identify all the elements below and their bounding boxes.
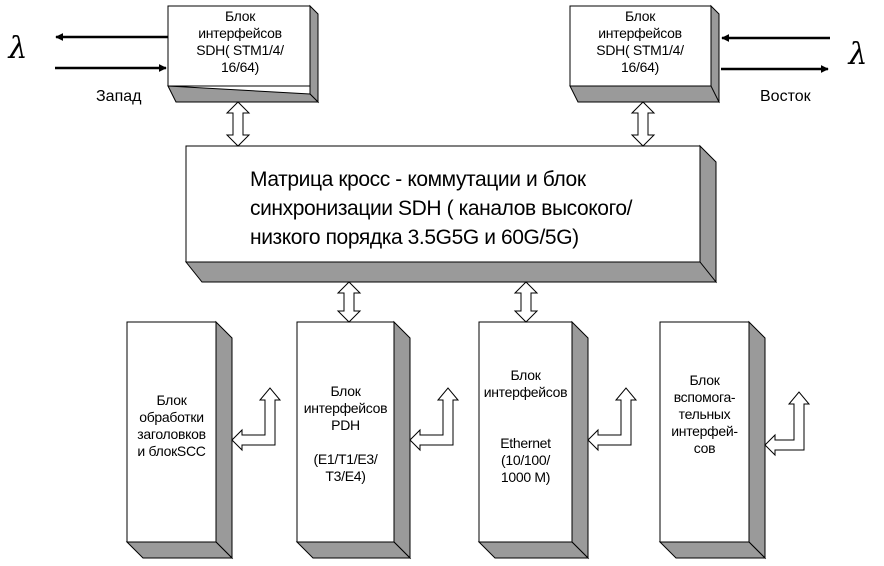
ethernet-interface-block bbox=[477, 320, 590, 560]
west-direction-label: Запад bbox=[96, 88, 142, 105]
port-arrow-ethernet-block bbox=[587, 387, 638, 452]
cross-connect-matrix-block bbox=[184, 144, 718, 284]
auxiliary-interface-block bbox=[658, 320, 767, 560]
sdh-interface-block-east bbox=[569, 4, 720, 104]
west-optical-arrows bbox=[55, 33, 168, 72]
aux-block-label: Блок вспомога- тельных интерфей- сов bbox=[671, 372, 738, 456]
connector-east-matrix bbox=[630, 101, 656, 147]
port-arrow-pdh-block bbox=[409, 387, 460, 452]
pdh-interface-block bbox=[295, 320, 412, 560]
matrix-label: Матрица кросс - коммутации и блок синхро… bbox=[250, 168, 633, 249]
ethernet-block-label: Блок интерфейсов Ethernet (10/100/ 1000 … bbox=[483, 367, 568, 485]
lambda-right-symbol: λ bbox=[848, 37, 868, 72]
header-processing-block bbox=[125, 320, 234, 560]
sdh-interface-block-west bbox=[167, 4, 320, 104]
pdh-block-label: Блок интерфейсов PDH (E1/T1/E3/ T3/E4) bbox=[303, 383, 388, 484]
sdh-west-label: Блок интерфейсов SDH( STM1/4/ 16/64) bbox=[196, 8, 284, 75]
lambda-left-symbol: λ bbox=[8, 31, 28, 66]
east-direction-label: Восток bbox=[760, 88, 811, 105]
east-optical-arrows bbox=[721, 34, 830, 73]
connector-west-matrix bbox=[225, 101, 251, 147]
port-arrow-aux-block bbox=[764, 391, 811, 457]
port-arrow-header-block bbox=[231, 387, 282, 452]
sdh-east-label: Блок интерфейсов SDH( STM1/4/ 16/64) bbox=[596, 8, 684, 75]
header-block-label: Блок обработки заголовков и блокSCC bbox=[137, 392, 206, 459]
connector-matrix-ethernet bbox=[513, 281, 539, 323]
connector-matrix-pdh bbox=[336, 281, 362, 323]
